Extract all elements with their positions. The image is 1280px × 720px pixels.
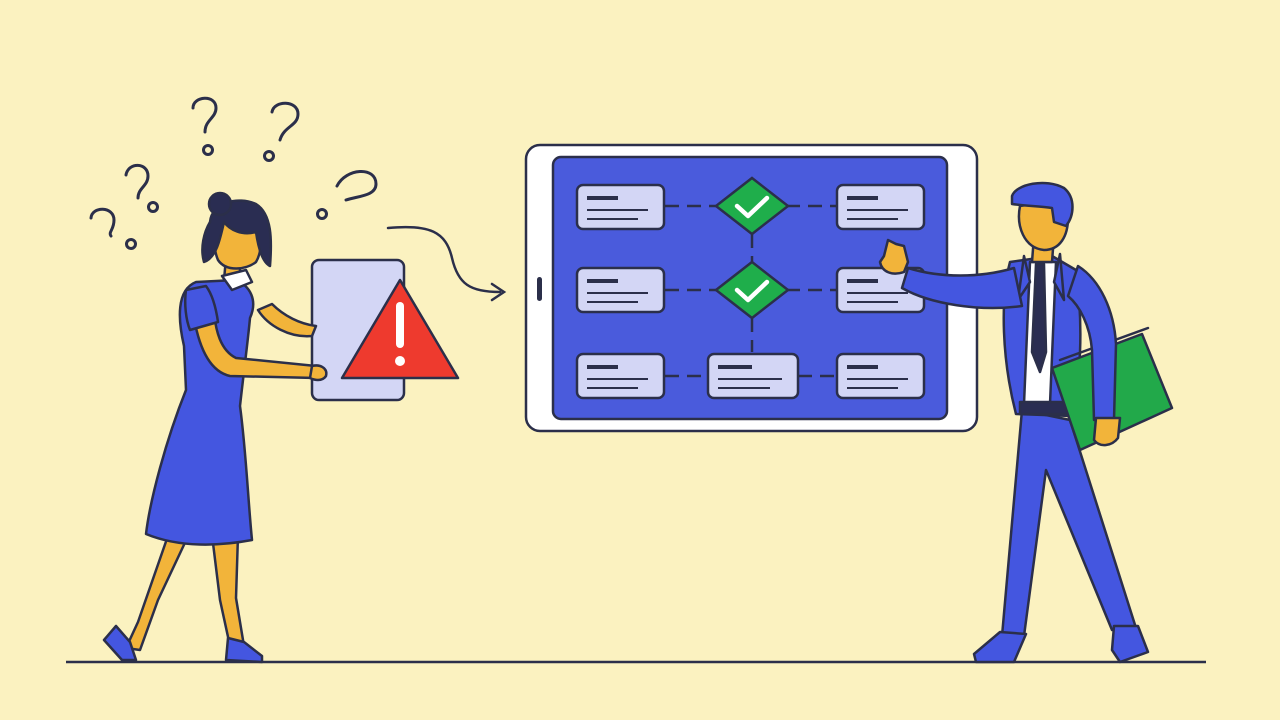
tablet-home-button xyxy=(537,277,542,301)
question-mark-icon xyxy=(316,170,378,220)
flow-card xyxy=(835,183,926,231)
flow-card xyxy=(575,352,666,400)
question-mark-icon xyxy=(89,207,137,250)
man-figure xyxy=(878,181,1174,664)
woman-hand xyxy=(256,302,318,338)
flow-card xyxy=(835,352,926,400)
flow-card xyxy=(706,352,800,400)
man-lapel xyxy=(1052,252,1066,302)
man-arm xyxy=(900,266,1024,310)
arrow-icon xyxy=(386,225,507,302)
question-mark-icon xyxy=(263,101,300,162)
man-shoe xyxy=(972,630,1028,664)
woman-shoe xyxy=(224,636,264,664)
woman-hair-bun xyxy=(207,191,233,217)
flow-card xyxy=(575,266,666,314)
flow-card xyxy=(575,183,666,231)
man-shoe xyxy=(1110,624,1150,664)
woman-sleeve xyxy=(183,284,220,332)
man-tie xyxy=(1030,262,1048,374)
man-hand xyxy=(878,238,910,275)
man-hand xyxy=(1092,416,1122,447)
man-hair xyxy=(1010,181,1074,228)
flowchart-tablet xyxy=(524,143,979,433)
check-diamond-icon xyxy=(713,176,791,236)
check-diamond-icon xyxy=(713,260,791,320)
woman-shoe xyxy=(102,624,138,662)
woman-figure xyxy=(102,191,460,664)
question-mark-icon xyxy=(124,163,159,213)
woman-collar xyxy=(220,268,254,292)
man-lapel xyxy=(1016,254,1032,302)
man-belt xyxy=(1018,400,1070,416)
woman-dress xyxy=(144,278,255,546)
question-marks xyxy=(89,96,378,250)
woman-hand xyxy=(308,364,328,382)
woman-hair xyxy=(201,199,273,268)
question-mark-icon xyxy=(191,96,218,156)
flowchart-connectors xyxy=(665,204,836,378)
flowchart-cards xyxy=(575,183,926,400)
warning-triangle-icon xyxy=(340,278,460,380)
